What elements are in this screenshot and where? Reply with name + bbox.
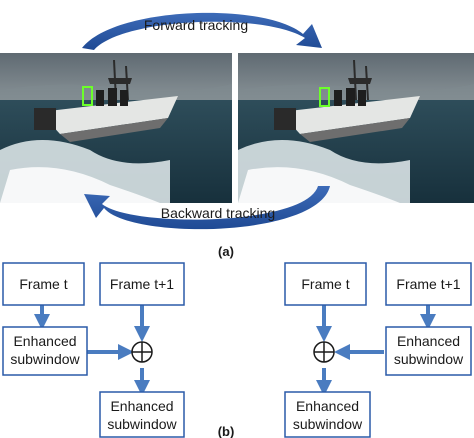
diagram-right-shapes [284, 262, 472, 438]
frame-t1-box-right [385, 262, 472, 306]
diagram-left [34, 304, 150, 396]
forward-tracking-label: Forward tracking [144, 17, 248, 33]
frame-t-label-right: Frame t [301, 276, 349, 292]
frame-t1-box-left [99, 262, 185, 306]
input-label-right-line2: subwindow [394, 351, 464, 367]
tracking-box-frame-t [82, 86, 93, 106]
boat-photo-frame-t1 [238, 53, 474, 203]
input-label-right-line1: Enhanced [397, 333, 460, 349]
diagram-left-shapes [2, 262, 185, 438]
combine-symbol-left [131, 341, 153, 363]
input-label-left-line2: subwindow [10, 351, 80, 367]
backward-tracking-arrow [84, 186, 330, 230]
caption-b: (b) [218, 424, 235, 438]
output-label-right-line2: subwindow [293, 416, 363, 432]
frame-t1-label-right: Frame t+1 [396, 276, 460, 292]
enhanced-subwindow-output-right [284, 391, 371, 438]
boat-photo-frame-t [0, 53, 232, 203]
frame-t1-label-left: Frame t+1 [110, 276, 174, 292]
enhanced-subwindow-input-left [2, 326, 88, 376]
output-label-right-line1: Enhanced [296, 398, 359, 414]
input-label-left-line1: Enhanced [13, 333, 76, 349]
forward-tracking-arrow [82, 12, 322, 50]
combine-symbol-right [313, 341, 335, 363]
diagram-right [316, 304, 436, 396]
output-label-left-line1: Enhanced [110, 398, 173, 414]
caption-a: (a) [218, 244, 234, 259]
enhanced-subwindow-input-right [385, 326, 472, 376]
output-label-left-line2: subwindow [107, 416, 177, 432]
frame-t-box-left [2, 262, 85, 306]
frame-t-box-right [284, 262, 367, 306]
frame-t-label-left: Frame t [19, 276, 67, 292]
tracking-box-frame-t1 [319, 87, 330, 107]
enhanced-subwindow-output-left [99, 391, 185, 438]
backward-tracking-label: Backward tracking [161, 205, 275, 221]
